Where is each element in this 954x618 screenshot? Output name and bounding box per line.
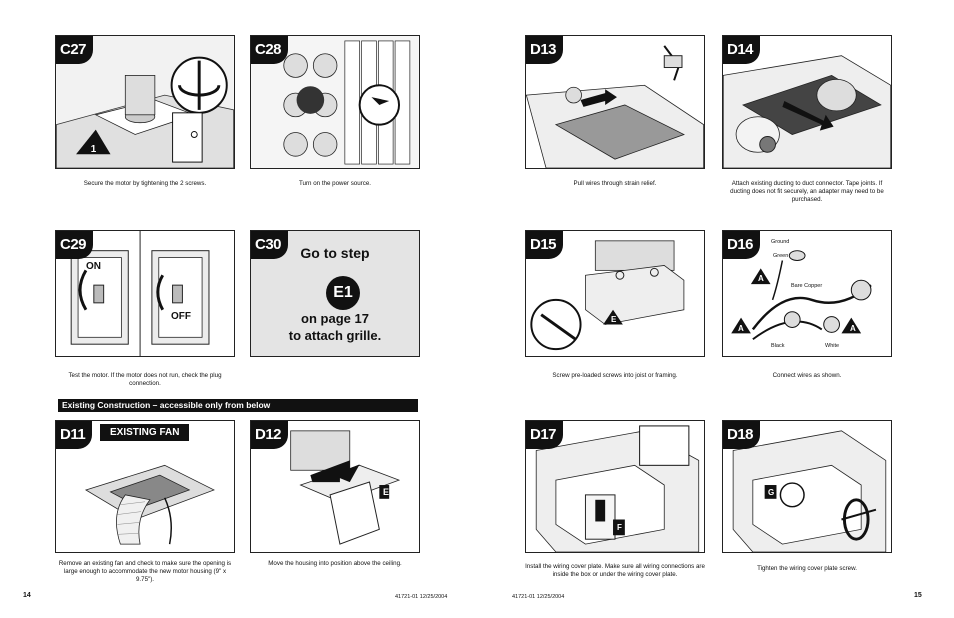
d15-joist-illustration bbox=[530, 240, 685, 351]
d17-callout: F bbox=[617, 523, 622, 532]
c29-on-label: ON bbox=[86, 261, 101, 272]
step-d13-label: D13 bbox=[526, 36, 564, 64]
c29-off-label: OFF bbox=[171, 311, 191, 322]
d16-black-label: Black bbox=[771, 343, 785, 349]
svg-text:1: 1 bbox=[91, 144, 97, 155]
d16-callout-1: A bbox=[758, 274, 764, 283]
step-d13-panel: D13 bbox=[525, 35, 705, 169]
step-c28-panel: C28 bbox=[250, 35, 420, 169]
step-d14-panel: D14 bbox=[722, 35, 892, 169]
right-page-number: 15 bbox=[914, 592, 922, 599]
step-d18-caption: Tighten the wiring cover plate screw. bbox=[757, 565, 857, 572]
step-d15-panel: D15 E bbox=[525, 230, 705, 357]
c30-line-1: Go to step bbox=[300, 245, 370, 261]
c30-line-3: to attach grille. bbox=[288, 328, 382, 343]
d17-cover-plate-illustration bbox=[535, 425, 700, 552]
step-d17-caption: Install the wiring cover plate. Make sur… bbox=[525, 563, 705, 578]
step-d11-label: D11 bbox=[56, 421, 93, 449]
step-d12-caption: Move the housing into position above the… bbox=[268, 560, 402, 567]
c30-line-2: on page 17 bbox=[301, 311, 369, 326]
d15-callout: E bbox=[611, 315, 617, 324]
left-page-footer: 41721-01 12/25/2004 bbox=[395, 594, 448, 600]
d16-callout-2: A bbox=[738, 324, 744, 333]
c27-motor-illustration: 1 bbox=[56, 36, 234, 168]
d16-green-label: Green bbox=[773, 253, 789, 259]
d12-housing-illustration bbox=[290, 430, 401, 545]
d13-strain-relief-illustration bbox=[526, 45, 704, 168]
step-d16-panel: D16 Ground Green Bare Copper Black White… bbox=[722, 230, 892, 357]
step-c30-label: C30 bbox=[251, 231, 289, 259]
step-c29-panel: C29 ON OFF bbox=[55, 230, 235, 357]
c30-step-ref-badge: E1 bbox=[326, 276, 360, 310]
d16-ground-label: Ground bbox=[771, 239, 790, 245]
d16-wiring-illustration bbox=[731, 250, 872, 341]
step-d16-caption: Connect wires as shown. bbox=[772, 372, 842, 379]
step-d14-label: D14 bbox=[723, 36, 761, 64]
right-page-footer: 41721-01 12/25/2004 bbox=[512, 594, 565, 600]
step-d15-caption: Screw pre-loaded screws into joist or fr… bbox=[552, 372, 678, 379]
step-d18-panel: D18 G bbox=[722, 420, 892, 553]
d11-existing-fan-tag: EXISTING FAN bbox=[100, 424, 190, 441]
step-d12-label: D12 bbox=[251, 421, 289, 449]
step-d18-label: D18 bbox=[723, 421, 761, 449]
d18-callout: G bbox=[768, 488, 775, 497]
section-bar: Existing Construction – accessible only … bbox=[58, 399, 418, 412]
step-d17-label: D17 bbox=[526, 421, 564, 449]
step-c28-label: C28 bbox=[251, 36, 289, 64]
step-c27-panel: C27 1 bbox=[55, 35, 235, 169]
d18-screw-illustration bbox=[732, 430, 887, 552]
d12-callout: E bbox=[383, 487, 390, 497]
step-c28-caption: Turn on the power source. bbox=[299, 180, 371, 187]
step-c27-caption: Secure the motor by tightening the 2 scr… bbox=[83, 180, 207, 187]
left-page-number: 14 bbox=[23, 592, 31, 599]
step-d13-caption: Pull wires through strain relief. bbox=[573, 180, 657, 187]
step-c29-label: C29 bbox=[56, 231, 94, 259]
step-d12-panel: D12 E bbox=[250, 420, 420, 553]
step-d15-label: D15 bbox=[526, 231, 564, 259]
d16-white-label: White bbox=[825, 343, 840, 349]
step-d17-panel: D17 F bbox=[525, 420, 705, 553]
step-c30-panel: C30 Go to step E1 on page 17 to attach g… bbox=[250, 230, 420, 357]
step-d11-caption: Remove an existing fan and check to make… bbox=[58, 560, 232, 583]
d16-callout-3: A bbox=[850, 324, 856, 333]
step-d16-label: D16 bbox=[723, 231, 761, 259]
c29-switch-illustration bbox=[70, 231, 210, 356]
d16-bare-copper-label: Bare Copper bbox=[791, 283, 823, 289]
step-d14-caption: Attach existing ducting to duct connecto… bbox=[730, 180, 884, 203]
d14-ducting-illustration bbox=[723, 55, 891, 168]
step-c27-label: C27 bbox=[56, 36, 94, 64]
step-d11-panel: D11 EXISTING FAN bbox=[55, 420, 235, 553]
step-c29-caption: Test the motor. If the motor does not ru… bbox=[68, 372, 222, 387]
d11-duct-illustration bbox=[84, 464, 215, 545]
